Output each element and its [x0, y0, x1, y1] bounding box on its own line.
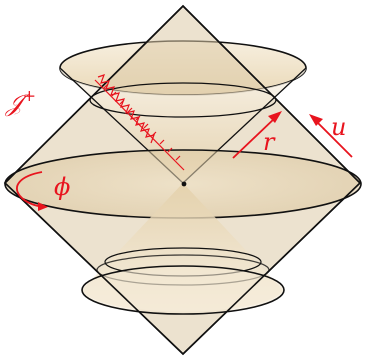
origin-point	[181, 181, 187, 187]
u-label: u	[331, 113, 346, 141]
upper-cone	[60, 68, 306, 183]
phi-label: ϕ	[54, 173, 70, 201]
null-ray-squiggle	[94, 74, 185, 171]
scri-plus-label: 𝒥+	[5, 86, 36, 117]
phi-arrow-icon	[16, 171, 48, 211]
r-label: r	[263, 128, 276, 156]
lower-disc	[81, 265, 285, 315]
r-arrow-icon	[232, 111, 282, 159]
diamond-outline	[3, 4, 362, 356]
u-arrow-icon	[309, 114, 353, 158]
